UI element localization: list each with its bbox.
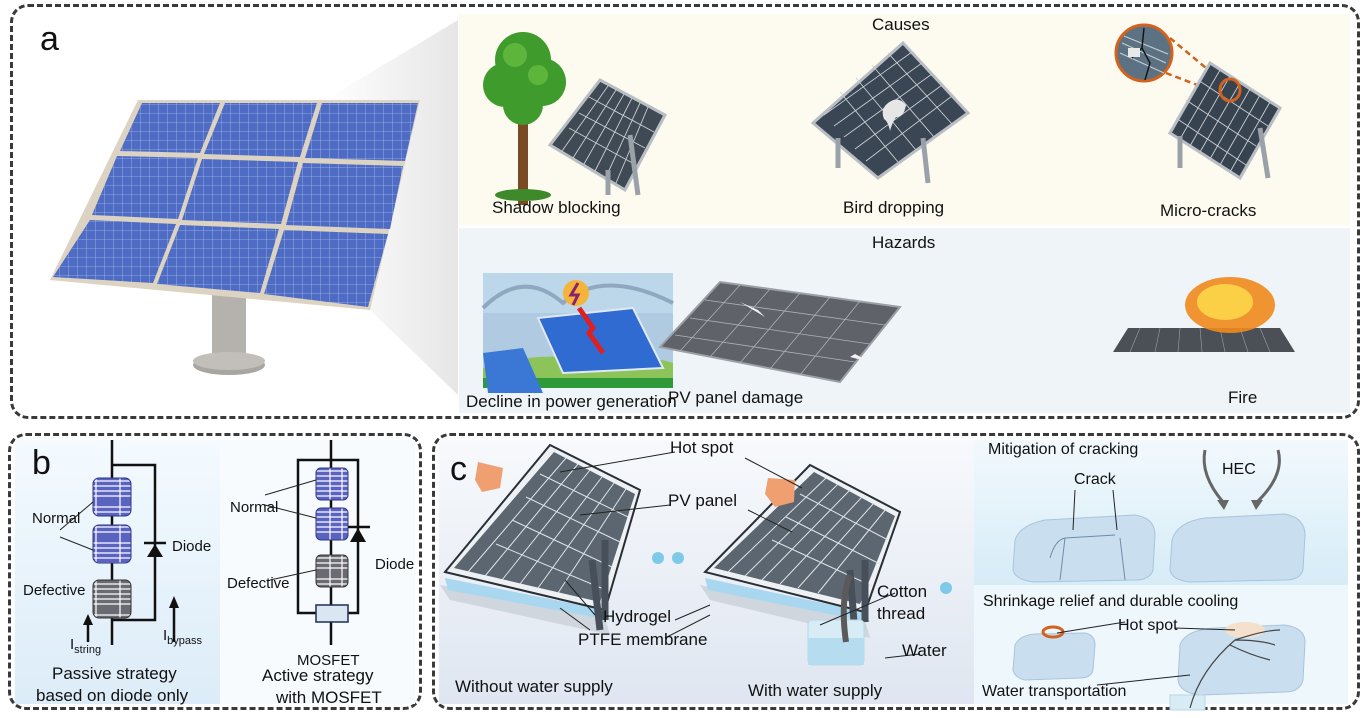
i-string-main: I xyxy=(70,636,75,653)
active-caption-line2: with MOSFET xyxy=(276,688,382,707)
active-caption-line1: Active strategy xyxy=(262,666,374,685)
power-decline-illustration xyxy=(481,273,674,393)
pv-panel-with-water xyxy=(700,463,952,666)
active-normal-cell-1 xyxy=(315,467,349,501)
without-water-supply-label: Without water supply xyxy=(455,677,613,696)
hec-arrow-left xyxy=(1202,449,1225,503)
pv-panel-without-water xyxy=(440,443,684,635)
hot-spot-2-label: Hot spot xyxy=(1118,617,1178,634)
cotton-thread-label-line1: Cotton xyxy=(877,582,928,601)
i-string-label: Istring xyxy=(70,636,101,656)
hazard-pv-panel-damage: PV panel damage xyxy=(668,388,804,407)
pv-panel-label: PV panel xyxy=(668,491,737,510)
with-water-supply-label: With water supply xyxy=(748,681,883,700)
panel-c-leader-lines xyxy=(559,451,921,659)
crack-label: Crack xyxy=(1074,471,1116,488)
passive-defective-label: Defective xyxy=(23,582,86,599)
i-bypass-main: I xyxy=(163,627,168,644)
pv-module-grid xyxy=(53,103,418,307)
hazards-title: Hazards xyxy=(872,233,936,252)
hot-spot-label: Hot spot xyxy=(670,438,734,457)
passive-diode-label: Diode xyxy=(172,538,212,555)
panel-c-frame xyxy=(432,433,1360,710)
defective-cell xyxy=(92,579,132,619)
hot-spot-2 xyxy=(765,478,795,507)
panel-c-letter: c xyxy=(450,450,467,488)
hec-label: HEC xyxy=(1222,461,1256,478)
small-water-beaker xyxy=(1169,694,1206,711)
mosfet-label: MOSFET xyxy=(297,652,360,669)
i-string-sub: string xyxy=(74,644,102,656)
i-bypass-sub: bypass xyxy=(167,635,203,647)
cause-micro-cracks: Micro-cracks xyxy=(1160,201,1257,220)
passive-circuit-diagram xyxy=(59,440,179,645)
cracked-hydrogel-block xyxy=(1012,489,1156,583)
bird-dropping-illustration xyxy=(810,40,971,184)
hazard-fire: Fire xyxy=(1228,388,1258,407)
hazard-power-decline: Decline in power generation xyxy=(466,392,677,411)
hec-hydrogel-block xyxy=(1169,513,1306,583)
cause-bird-dropping: Bird dropping xyxy=(843,198,945,217)
panel-a-letter: a xyxy=(40,20,59,58)
small-hot-spot xyxy=(1041,625,1065,639)
active-defective-cell xyxy=(315,554,349,588)
panel-b-letter: b xyxy=(32,444,51,482)
cause-shadow-blocking: Shadow blocking xyxy=(492,198,621,217)
panel-b-frame xyxy=(8,433,422,710)
fire-illustration xyxy=(1113,277,1295,353)
active-circuit-diagram xyxy=(264,440,370,645)
mitigation-title: Mitigation of cracking xyxy=(988,441,1139,458)
active-diode-symbol xyxy=(350,528,366,542)
water-transportation-label: Water transportation xyxy=(982,683,1127,700)
cotton-thread xyxy=(840,573,853,643)
ptfe-membrane-label: PTFE membrane xyxy=(578,630,708,649)
normal-cell-1 xyxy=(92,477,132,517)
hydrogel-blocks-mitigation xyxy=(1012,449,1306,583)
hydrogel-label: Hydrogel xyxy=(603,607,672,626)
hydrogel-blocks-shrinkage xyxy=(1012,621,1306,711)
solar-tracker-illustration xyxy=(50,100,420,375)
hot-spot-1 xyxy=(475,462,503,492)
active-diode-label: Diode xyxy=(375,556,415,573)
panel-a-frame xyxy=(10,4,1360,419)
small-hydrogel-block xyxy=(1012,632,1096,681)
pv-panel-damage-illustration xyxy=(658,280,902,384)
diode-symbol xyxy=(147,544,163,557)
passive-normal-label: Normal xyxy=(32,510,81,527)
passive-caption-line1: Passive strategy xyxy=(52,664,177,683)
normal-cell-2 xyxy=(92,524,132,564)
shadow-blocking-illustration xyxy=(483,32,668,205)
cotton-thread-label-line2: thread xyxy=(877,604,926,623)
i-bypass-label: Ibypass xyxy=(163,627,202,647)
water-label: Water xyxy=(902,641,947,660)
causes-title: Causes xyxy=(872,15,930,34)
active-normal-label: Normal xyxy=(230,499,279,516)
micro-cracks-illustration xyxy=(1114,23,1283,181)
passive-caption-line2: based on diode only xyxy=(36,686,189,705)
hec-arrow-right xyxy=(1255,449,1281,504)
mosfet-symbol xyxy=(315,604,349,623)
active-defective-label: Defective xyxy=(227,575,290,592)
active-normal-cell-2 xyxy=(315,507,349,541)
shrinkage-title: Shrinkage relief and durable cooling xyxy=(983,593,1239,610)
